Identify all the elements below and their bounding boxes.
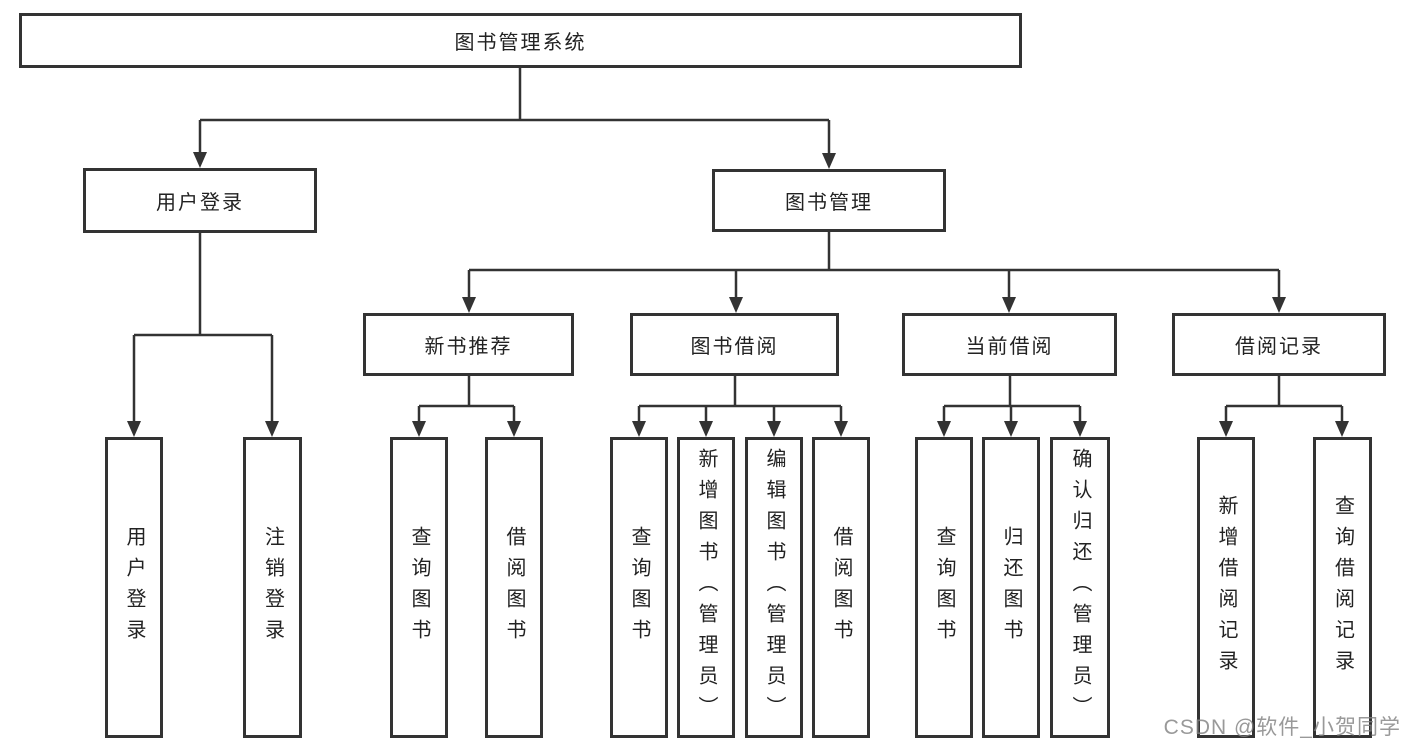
node-label: 用户登录 bbox=[156, 192, 244, 214]
leaf-add-borrow-record: 新增借阅记录 bbox=[1197, 437, 1255, 738]
node-label: 借阅图书 bbox=[830, 525, 852, 650]
node-borrow-records: 借阅记录 bbox=[1172, 313, 1386, 376]
leaf-edit-books-admin: 编辑图书（管理员） bbox=[745, 437, 803, 738]
node-label: 新增图书（管理员） bbox=[695, 448, 717, 727]
node-label: 图书管理系统 bbox=[454, 32, 587, 54]
leaf-query-books-2: 查询图书 bbox=[610, 437, 668, 738]
leaf-borrow-books-1: 借阅图书 bbox=[485, 437, 543, 738]
leaf-query-borrow-record: 查询借阅记录 bbox=[1313, 437, 1372, 738]
node-label: 编辑图书（管理员） bbox=[763, 448, 785, 727]
leaf-query-books-3: 查询图书 bbox=[915, 437, 973, 738]
leaf-logout: 注销登录 bbox=[243, 437, 302, 738]
node-label: 查询图书 bbox=[933, 525, 955, 650]
node-label: 确认归还（管理员） bbox=[1069, 448, 1091, 727]
node-label: 当前借阅 bbox=[965, 336, 1054, 358]
node-user-login: 用户登录 bbox=[83, 168, 317, 233]
leaf-confirm-return-admin: 确认归还（管理员） bbox=[1050, 437, 1110, 738]
node-book-borrow: 图书借阅 bbox=[630, 313, 839, 376]
node-current-borrow: 当前借阅 bbox=[902, 313, 1117, 376]
node-label: 图书管理 bbox=[785, 192, 873, 214]
leaf-return-books: 归还图书 bbox=[982, 437, 1040, 738]
node-label: 图书借阅 bbox=[690, 336, 779, 358]
node-new-book-recommend: 新书推荐 bbox=[363, 313, 574, 376]
leaf-borrow-books-2: 借阅图书 bbox=[812, 437, 870, 738]
arrowhead-icons bbox=[127, 152, 1349, 437]
node-label: 用户登录 bbox=[123, 525, 145, 650]
node-system-root: 图书管理系统 bbox=[19, 13, 1022, 68]
csdn-watermark: CSDN @软件_小贺同学 bbox=[1163, 716, 1401, 739]
node-label: 查询图书 bbox=[628, 525, 650, 650]
node-book-management: 图书管理 bbox=[712, 169, 946, 232]
node-label: 借阅记录 bbox=[1235, 336, 1323, 358]
node-label: 归还图书 bbox=[1000, 525, 1022, 650]
node-label: 查询图书 bbox=[408, 525, 430, 650]
node-label: 新书推荐 bbox=[424, 336, 513, 358]
node-label: 查询借阅记录 bbox=[1331, 494, 1354, 681]
leaf-user-login: 用户登录 bbox=[105, 437, 163, 738]
node-label: 新增借阅记录 bbox=[1215, 494, 1237, 681]
node-label: 借阅图书 bbox=[503, 525, 525, 650]
leaf-query-books-1: 查询图书 bbox=[390, 437, 448, 738]
leaf-add-books-admin: 新增图书（管理员） bbox=[677, 437, 735, 738]
node-label: 注销登录 bbox=[261, 525, 284, 650]
